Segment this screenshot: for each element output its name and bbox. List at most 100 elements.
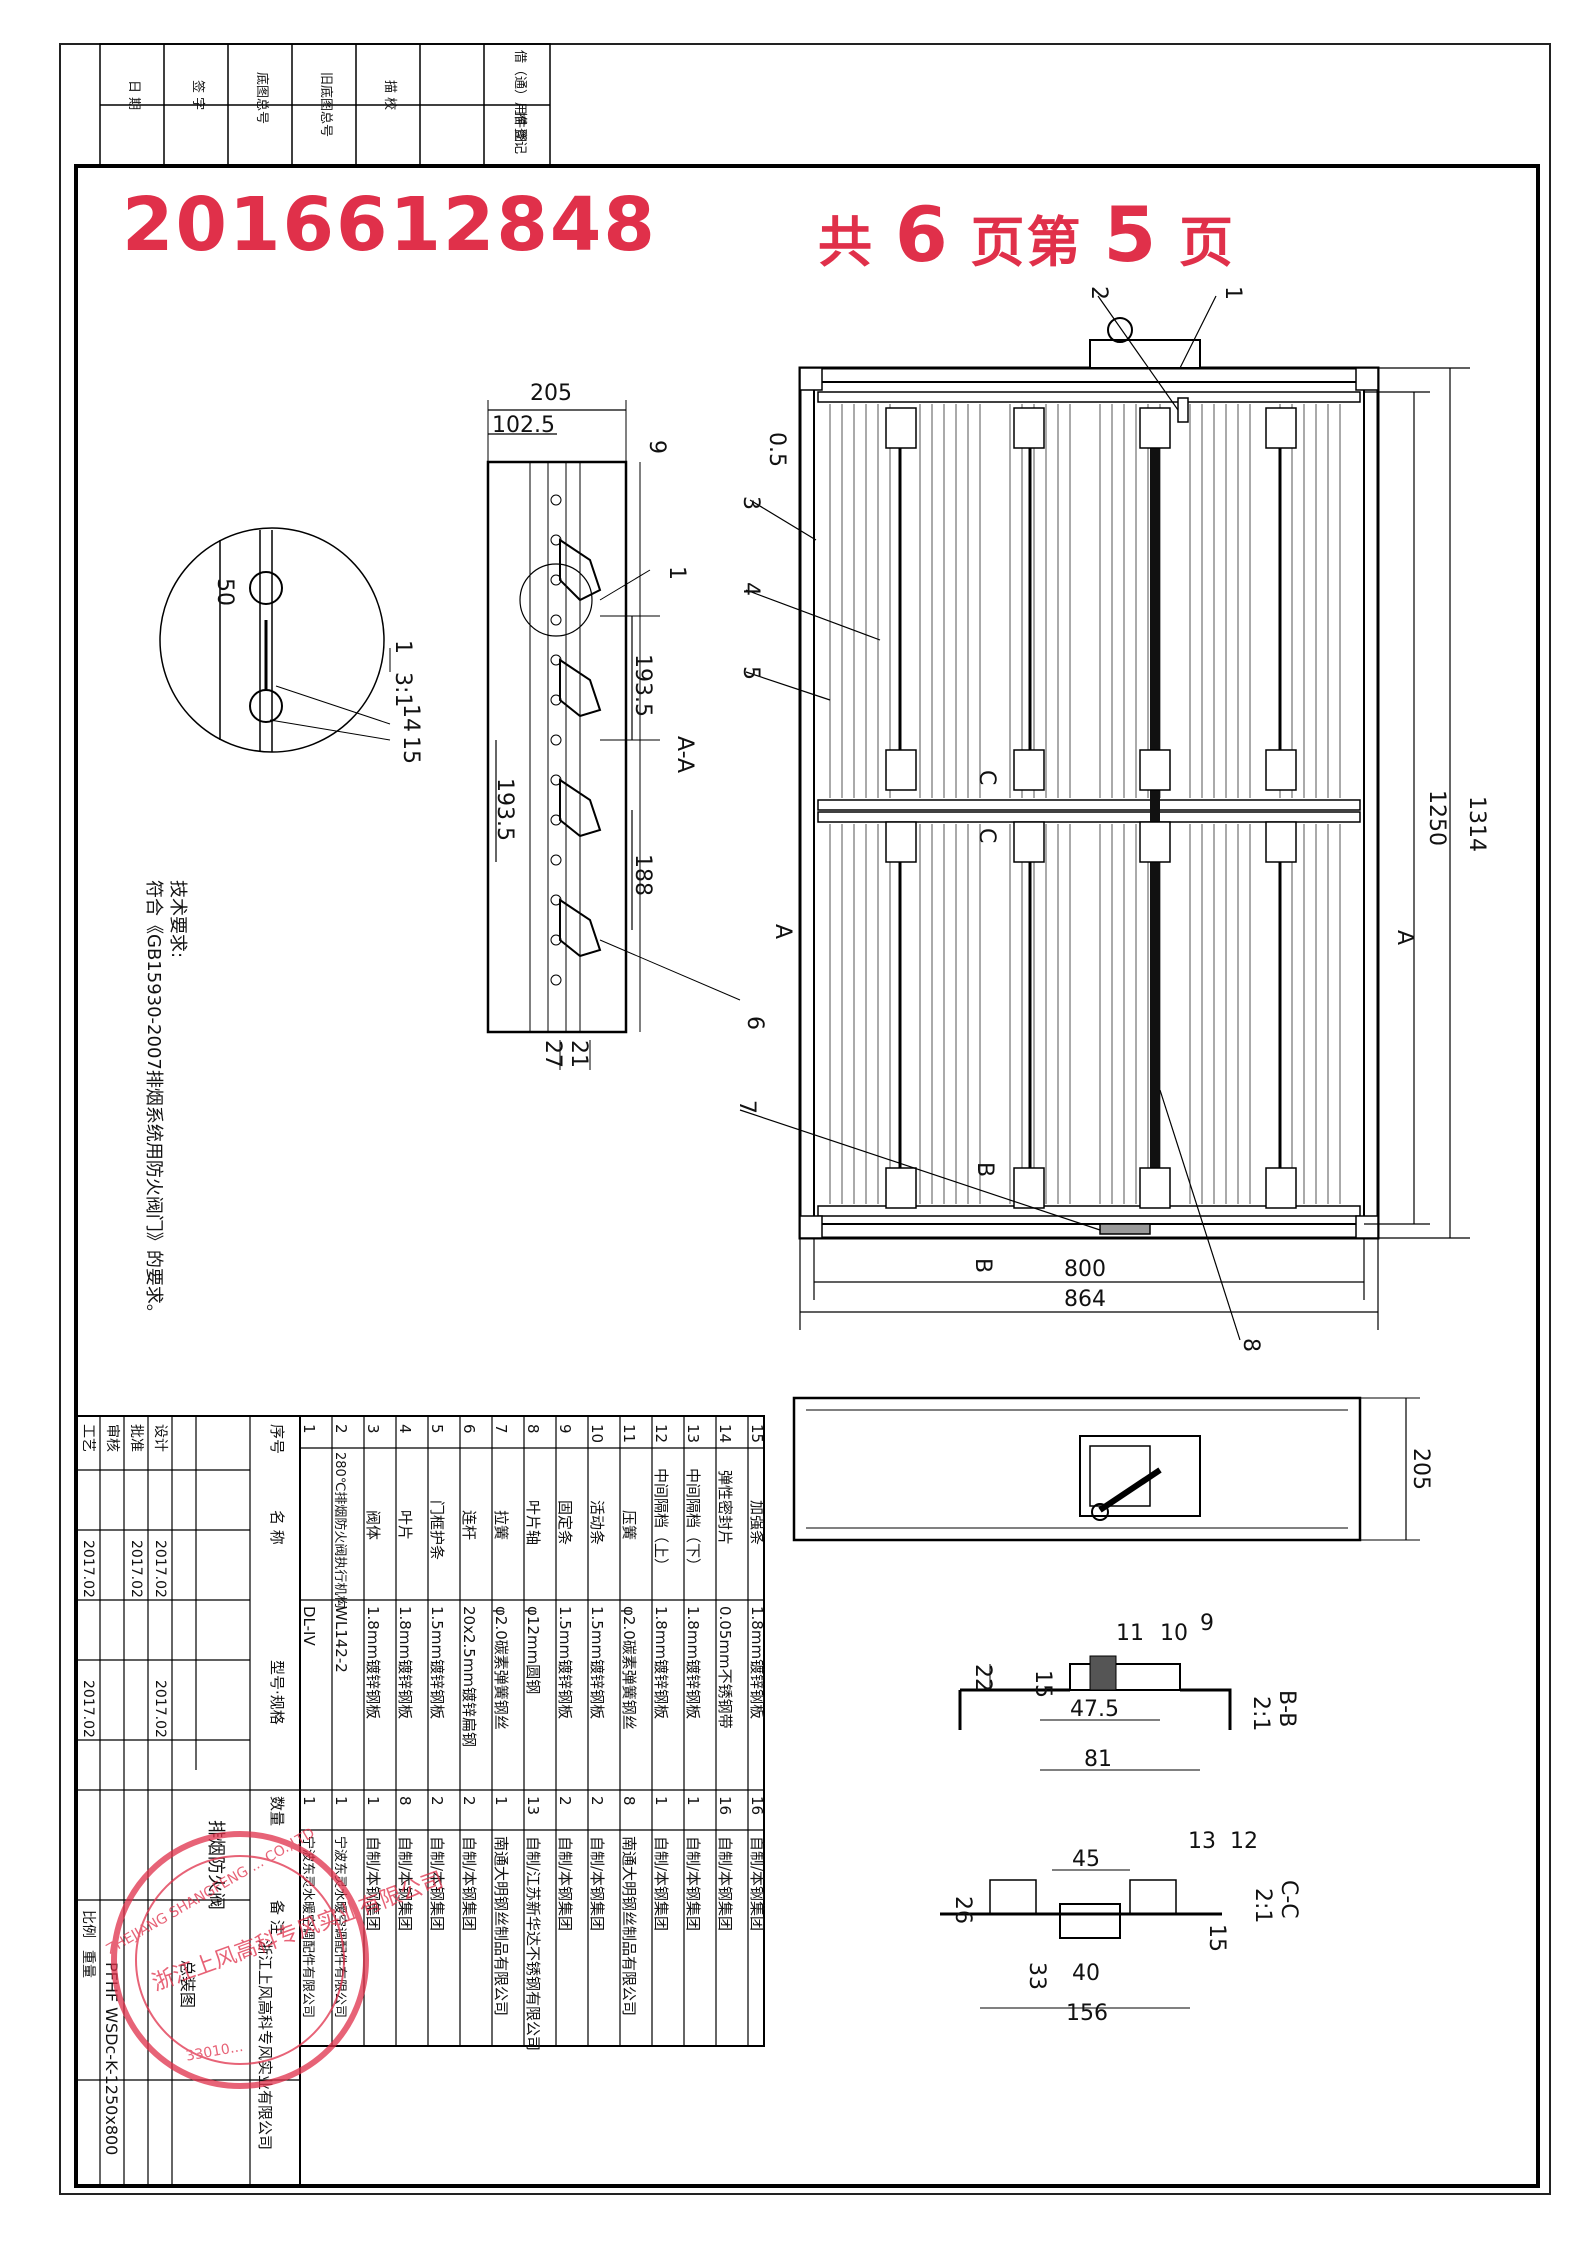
- cc-scale: 2:1: [1250, 1888, 1275, 1923]
- bb-label: B-B: [1274, 1690, 1299, 1727]
- bom-qty: 8: [396, 1796, 414, 1806]
- bom-name: 280℃排烟防火阀执行机构: [332, 1452, 348, 1608]
- detail-callout-14: 14: [398, 704, 423, 732]
- tb-date-1: 2017.02: [80, 1540, 96, 1598]
- bb-dim-47-5: 47.5: [1070, 1697, 1119, 1722]
- bom-note: 南通大明钢丝制品有限公司: [492, 1836, 510, 2016]
- bom-qty: 1: [300, 1796, 318, 1806]
- side-dim-0-5: 0.5: [764, 432, 789, 467]
- top-dim-205: 205: [1408, 1448, 1433, 1490]
- bb-scale: 2:1: [1248, 1696, 1273, 1731]
- bom-note: 自制/本钢集团: [428, 1836, 446, 1931]
- cc-callout-13: 13: [1188, 1829, 1216, 1854]
- bom-spec: 1.5mm镀锌钢板: [428, 1606, 446, 1719]
- tb-company: 浙江上风高科专风实业有限公司: [256, 1940, 274, 2150]
- cc-dim-33: 33: [1024, 1962, 1049, 1990]
- side-dim-21: 21: [566, 1040, 591, 1068]
- bom-qty: 1: [332, 1796, 350, 1806]
- bom-note: 自制/本钢集团: [556, 1836, 574, 1931]
- bom-spec: 1.8mm镀锌钢板: [652, 1606, 670, 1719]
- detail-dim-50: 50: [212, 578, 237, 606]
- cc-dim-45: 45: [1072, 1847, 1100, 1872]
- bom-note: 宁波东灵水暖空调配件有限公司: [300, 1836, 316, 2018]
- bom-note: 自制/本钢集团: [396, 1836, 414, 1931]
- bom-note: 自制/本钢集团: [652, 1836, 670, 1931]
- cc-callout-12: 12: [1230, 1829, 1258, 1854]
- bb-callout-9: 9: [1200, 1611, 1214, 1636]
- bom-spec: 0.05mm不锈钢带: [716, 1606, 734, 1729]
- section-mark-a-left: A: [770, 924, 795, 939]
- callout-8: 8: [1238, 1338, 1263, 1352]
- bom-qty: 1: [652, 1796, 670, 1806]
- page-prefix: 共: [818, 211, 874, 274]
- bom-name: 连杆: [460, 1510, 478, 1540]
- page-current: 5: [1103, 190, 1159, 279]
- page-total: 6: [894, 190, 950, 279]
- bom-no: 1: [300, 1424, 318, 1434]
- dim-864: 864: [1064, 1287, 1106, 1312]
- bb-dim-22: 22: [970, 1664, 995, 1692]
- detail-callout-15: 15: [398, 736, 423, 764]
- bom-header-no: 序号: [268, 1424, 286, 1454]
- tb-date-4: 2017.02: [80, 1680, 96, 1738]
- callout-2-front: 2: [1086, 286, 1111, 300]
- seal-text-cn: 浙江上风高科专风实业有限公司: [149, 1868, 447, 1997]
- bom-name: 拉簧: [492, 1510, 510, 1540]
- bom-note: 自制/本钢集团: [588, 1836, 606, 1931]
- side-view: [486, 400, 741, 1070]
- tb-date-3: 2017.02: [152, 1540, 168, 1598]
- bom-name: 压簧: [620, 1510, 638, 1540]
- bom-spec: φ2.0碳素弹簧钢丝: [620, 1606, 638, 1730]
- section-mark-b-top: B: [972, 1162, 997, 1177]
- tb-drawing-no: PFHF WSDc-K-1250x800: [102, 1962, 121, 2155]
- bom-qty: 2: [428, 1796, 446, 1806]
- cc-dim-15: 15: [1204, 1924, 1229, 1952]
- bom-note: 自制/本钢集团: [684, 1836, 702, 1931]
- bom-no: 3: [364, 1424, 382, 1434]
- bom-name: 加强条: [748, 1500, 766, 1545]
- bom-header-qty: 数量: [268, 1796, 286, 1826]
- top-view: [792, 1396, 1420, 1542]
- bom-spec: φ2.0碳素弹簧钢丝: [492, 1606, 510, 1730]
- bom-name: 中间隔档（下）: [684, 1468, 702, 1573]
- side-dim-205: 205: [530, 381, 572, 406]
- bom-name: 中间隔档（上）: [652, 1468, 670, 1573]
- tb-approve: 批准: [128, 1424, 144, 1452]
- callout-4: 4: [738, 582, 763, 596]
- tb-check: 审核: [104, 1424, 120, 1452]
- section-mark-c-bottom: C: [974, 828, 999, 843]
- dim-1250: 1250: [1424, 790, 1449, 846]
- tb-date-5: 2017.02: [152, 1680, 168, 1738]
- bom-name: 阀体: [364, 1510, 382, 1540]
- side-dim-188: 188: [630, 854, 655, 896]
- bom-qty: 1: [492, 1796, 510, 1806]
- bom-qty: 1: [364, 1796, 382, 1806]
- cc-label: C-C: [1276, 1880, 1301, 1919]
- section-bb: [958, 1655, 1232, 1771]
- margin-trace: 描 图: [512, 112, 527, 142]
- bom-rows: 15 加强条 1.8mm镀锌钢板 16 自制/本钢集团 14 弹性密封片 0.0…: [268, 1424, 766, 2051]
- bom-header-name: 名 称: [268, 1510, 286, 1545]
- bom-qty: 2: [588, 1796, 606, 1806]
- bom-spec: 1.8mm镀锌钢板: [748, 1606, 766, 1719]
- side-section-label: A-A: [672, 736, 697, 773]
- tb-date-2: 2017.02: [128, 1540, 144, 1598]
- bom-name: 叶片轴: [524, 1500, 542, 1545]
- side-callout-6: 6: [742, 1016, 767, 1030]
- bom-no: 10: [588, 1424, 606, 1443]
- tb-weight-label: 重量: [80, 1950, 96, 1978]
- callout-3: 3: [738, 496, 763, 510]
- bom-qty: 2: [460, 1796, 478, 1806]
- page-suffix: 页: [1179, 211, 1236, 274]
- bb-callout-11: 11: [1116, 1621, 1144, 1646]
- cc-dim-156: 156: [1066, 2001, 1108, 2026]
- bom-note: 自制/本钢集团: [748, 1836, 766, 1931]
- bb-callout-10: 10: [1160, 1621, 1188, 1646]
- tb-scale-label: 比例: [80, 1910, 96, 1938]
- margin-base-no: 底图总号: [254, 72, 270, 124]
- tb-drawing-name: 排烟防火阀: [205, 1820, 226, 1910]
- callout-1-front: 1: [1220, 286, 1245, 300]
- bom-qty: 16: [748, 1796, 766, 1815]
- section-mark-b-bottom: B: [970, 1258, 995, 1273]
- bom-qty: 2: [556, 1796, 574, 1806]
